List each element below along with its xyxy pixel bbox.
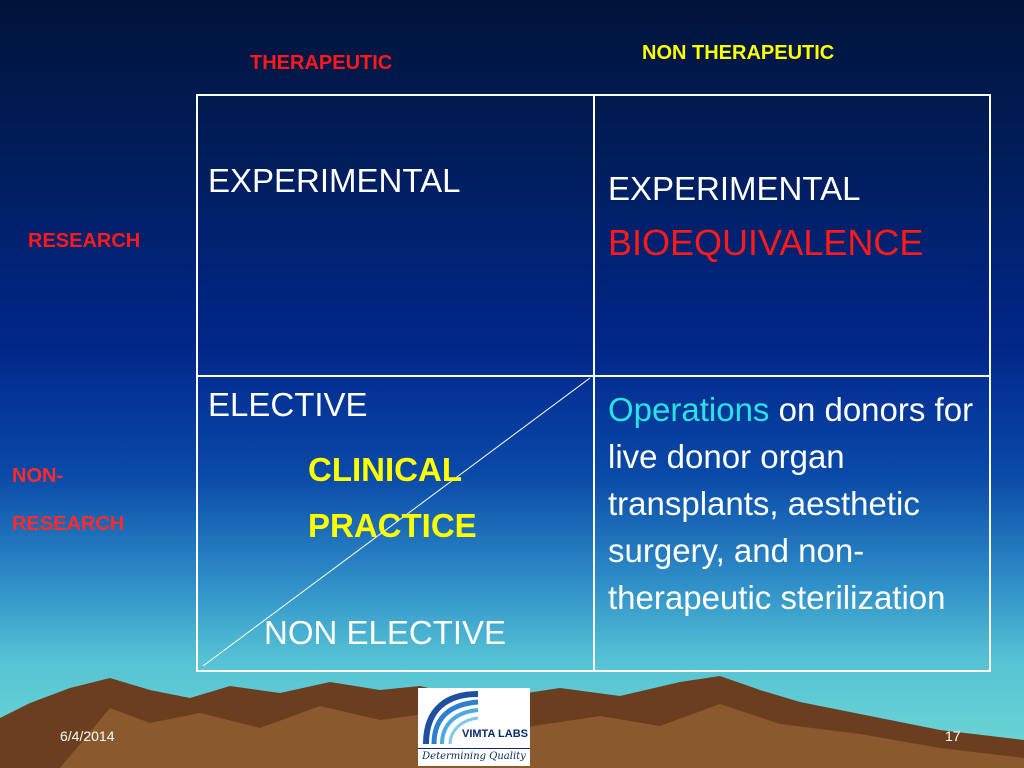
logo-company-name: VIMTA LABS	[462, 728, 528, 740]
row-header-non-research-line1: NON-	[12, 465, 64, 487]
cell-research-therapeutic: EXPERIMENTAL	[208, 162, 461, 199]
row-header-non-research-line2: RESEARCH	[12, 513, 125, 535]
column-header-therapeutic: THERAPEUTIC	[250, 52, 393, 74]
diagonal-divider-line	[202, 377, 591, 667]
cell-elective-text: ELECTIVE	[208, 386, 368, 423]
cell-bioequivalence-text: BIOEQUIVALENCE	[608, 222, 924, 263]
cell-operations-description: on donors for live donor organ transplan…	[608, 391, 974, 616]
cell-non-elective-text: NON ELECTIVE	[264, 614, 507, 651]
grid-vertical-divider	[593, 96, 595, 670]
grid-horizontal-divider	[198, 375, 989, 377]
classification-grid: EXPERIMENTAL EXPERIMENTAL BIOEQUIVALENCE…	[196, 94, 991, 672]
cell-clinical-practice-text: CLINICAL PRACTICE	[308, 442, 477, 554]
cell-clinical-word: CLINICAL	[308, 451, 462, 488]
cell-research-non-therapeutic: EXPERIMENTAL BIOEQUIVALENCE	[608, 162, 923, 270]
cell-operations-highlight: Operations	[608, 391, 770, 428]
row-header-research: RESEARCH	[28, 230, 141, 252]
cell-practice-word: PRACTICE	[308, 507, 477, 544]
cell-non-research-non-therapeutic: Operations on donors for live donor orga…	[608, 386, 983, 621]
vimta-logo-mark-icon	[423, 691, 479, 745]
slide-number: 17	[945, 728, 961, 744]
vimta-labs-logo: VIMTA LABS Determining Quality	[418, 688, 530, 766]
row-header-non-research: NON- RESEARCH	[12, 452, 124, 548]
logo-tagline: Determining Quality	[418, 748, 530, 762]
cell-experimental-text: EXPERIMENTAL	[608, 170, 861, 207]
slide-date: 6/4/2014	[60, 728, 115, 744]
column-header-non-therapeutic: NON THERAPEUTIC	[642, 42, 835, 64]
